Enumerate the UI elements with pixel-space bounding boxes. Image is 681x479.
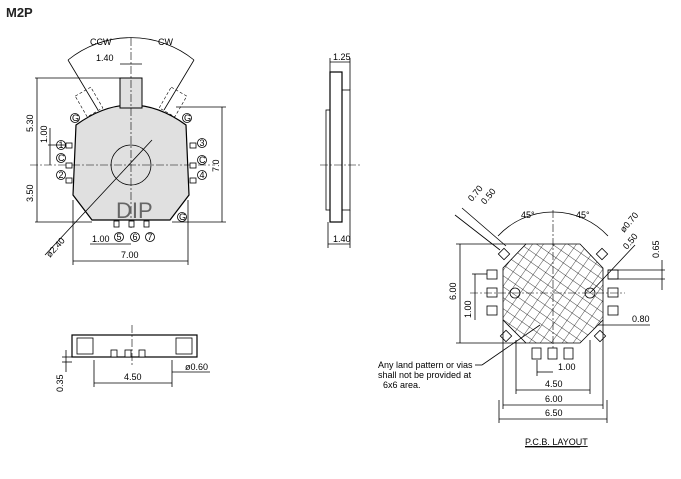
keepout-note-line1: Any land pattern or vias	[378, 360, 473, 370]
bottom-view: 0.35 4.50 ø0.60	[55, 325, 210, 392]
dim-050b: 0.50	[621, 231, 640, 251]
cw-label: CW	[158, 37, 173, 47]
ground-label: G	[184, 113, 191, 123]
angle-right: 45°	[576, 210, 590, 220]
pin-label-6: 6	[133, 232, 138, 242]
shaft-width-dim: 1.40	[96, 53, 114, 63]
keepout-note-line3: 6x6 area.	[383, 380, 421, 390]
dim-dia070: ø0.70	[618, 210, 640, 234]
pin-label-5: 5	[117, 232, 122, 242]
dim-065: 0.65	[651, 240, 661, 258]
bottom-height-dim: 0.35	[55, 374, 65, 392]
pin-label-4: 4	[200, 170, 205, 180]
dim-h100: 1.00	[463, 300, 473, 318]
pcb-layout-title: P.C.B. LAYOUT	[525, 437, 588, 447]
ground-label: G	[179, 212, 186, 222]
pin-label-c-left: C	[58, 153, 65, 163]
dim-h600: 6.00	[448, 282, 458, 300]
body-width-dim: 7.00	[121, 250, 139, 260]
keepout-note-line2: shall not be provided at	[378, 370, 472, 380]
bottom-pitch-dim: 4.50	[124, 372, 142, 382]
ccw-label: CCW	[90, 37, 112, 47]
dim-080: 0.80	[632, 314, 650, 324]
side-bottom-dim: 1.40	[333, 234, 351, 244]
pin-label-c-right: C	[199, 155, 206, 165]
pin-pitch-h-dim: 1.00	[92, 234, 110, 244]
side-view: 1.25 1.40	[320, 52, 360, 248]
bottom-hole-dim: ø0.60	[185, 362, 208, 372]
top-height-dim: 5.30	[25, 114, 35, 132]
pin-pitch-v-dim: 1.00	[39, 125, 49, 143]
pin-label-2: 2	[59, 170, 64, 180]
part-title: M2P	[6, 5, 33, 20]
pcb-layout: 45° 45° 0.70 0.50 ø0.70 0.50 0.65 6.00 1…	[378, 183, 665, 448]
dim-w100: 1.00	[558, 362, 576, 372]
front-view: CCW CW ø2.40 DIP 1 C 2 3 C 4 5 6 7 G G G	[25, 37, 226, 265]
angle-left: 45°	[521, 210, 535, 220]
side-top-dim: 1.25	[333, 52, 351, 62]
dim-w650: 6.50	[545, 408, 563, 418]
dip-marking: DIP	[116, 198, 153, 223]
bottom-height-dim: 3.50	[25, 184, 35, 202]
dim-w450: 4.50	[545, 379, 563, 389]
pin-label-7: 7	[148, 232, 153, 242]
dim-w600: 6.00	[545, 394, 563, 404]
pin-label-3: 3	[200, 138, 205, 148]
body-height-dim: 7.0	[211, 159, 221, 172]
hole-dia-dim: ø2.40	[44, 236, 67, 260]
keepout-area	[502, 243, 604, 344]
ground-label: G	[72, 113, 79, 123]
